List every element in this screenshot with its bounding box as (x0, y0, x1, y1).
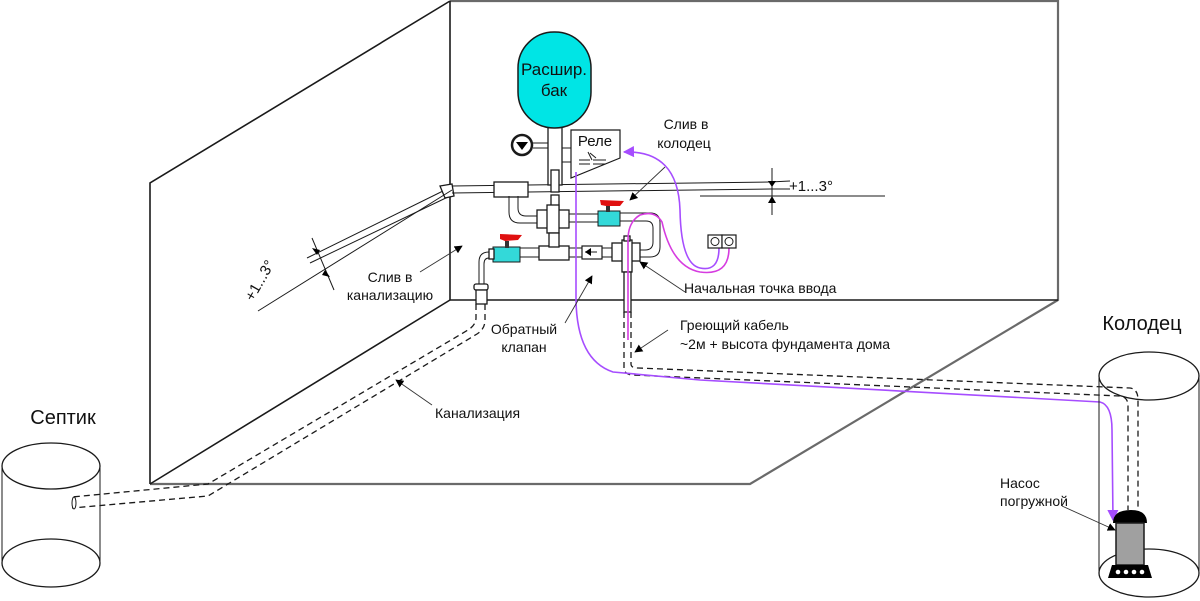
main-pipe-top (451, 168, 885, 215)
sewer-pipe (71, 304, 486, 510)
valve-handle-icon (500, 234, 522, 241)
submersible-pump (1108, 510, 1152, 578)
ball-valve-sewer (473, 234, 522, 305)
septic-label: Септик (30, 407, 96, 429)
heating-cable-label-line2: ~2м + высота фундамента дома (680, 336, 890, 352)
heating-cable-conduit (623, 312, 1139, 510)
back-wall-outline (150, 0, 1060, 486)
riser (547, 124, 563, 214)
valve-icon (597, 210, 621, 227)
tank-label-line2: бак (541, 81, 568, 100)
drain-well-label-line2: колодец (657, 135, 711, 151)
pressure-relay: Реле (562, 129, 621, 179)
expansion-tank: Расшир. бак (517, 31, 592, 129)
floor-edge-left (149, 299, 451, 485)
well-label: Колодец (1102, 313, 1181, 335)
pump-label-line1: Насос (1000, 475, 1040, 491)
drain-well-label-line1: Слив в (664, 116, 709, 132)
tank-icon (517, 31, 592, 129)
room-walls (149, 0, 1060, 486)
sewer-label: Канализация (435, 405, 520, 421)
valve-handle-icon (600, 200, 624, 206)
valve-icon (492, 246, 521, 263)
tee-lower (538, 245, 570, 261)
heating-cable (627, 212, 730, 340)
pump-power-cable (575, 172, 1119, 522)
sloped-pipe-left (257, 183, 455, 312)
drain-sewer-label-line1: Слив в (368, 269, 413, 285)
drain-sewer-label-line2: канализацию (347, 287, 433, 303)
well: Колодец (1098, 313, 1200, 598)
check-valve-label-line2: клапан (501, 339, 546, 355)
heating-cable-label-line1: Греющий кабель (680, 317, 789, 333)
ball-valve-well (597, 200, 624, 227)
pressure-gauge (510, 133, 548, 157)
check-valve-label-line1: Обратный (491, 321, 557, 337)
slope-left-label: +1...3° (242, 257, 279, 304)
tee-top (493, 181, 529, 198)
left-wall-outline (149, 0, 451, 484)
relay-power-cable (622, 146, 720, 270)
slope-right-label: +1...3° (789, 178, 833, 195)
pump-icon (1115, 522, 1145, 566)
check-valve (581, 245, 603, 260)
relay-label: Реле (578, 133, 612, 150)
leader-lines (395, 166, 1116, 531)
manifold (508, 196, 661, 313)
power-socket (707, 234, 737, 249)
entry-point-label: Начальная точка ввода (684, 280, 837, 296)
pump-label-line2: погружной (1000, 493, 1068, 509)
tank-label-line1: Расшир. (521, 60, 587, 79)
septic-tank: Септик (1, 407, 101, 588)
relay-icon (570, 129, 621, 179)
